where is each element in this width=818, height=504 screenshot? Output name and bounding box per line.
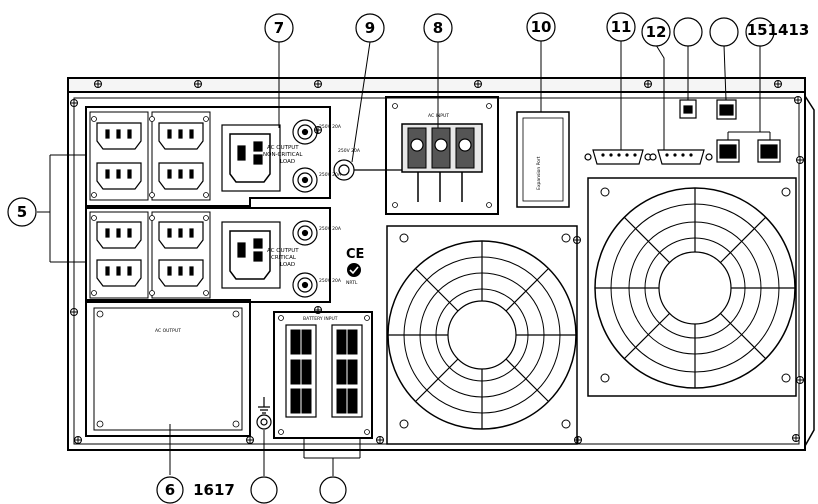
screw-icon (194, 80, 202, 88)
callout-10: 10 (531, 18, 552, 36)
screw-icon (774, 80, 782, 88)
ac-input-label: AC INPUT (428, 113, 449, 119)
callout-151413: 151413 (747, 21, 810, 39)
callout-12: 12 (646, 23, 667, 41)
breaker-rating-label: 250V 20A (319, 172, 342, 178)
callout-8: 8 (433, 19, 443, 37)
callout-9: 9 (365, 19, 375, 37)
input-breaker-icon (333, 159, 402, 181)
ac-output-critical-label-line2: CRITICAL (271, 255, 297, 261)
ac-input-terminal (385, 96, 499, 215)
breaker-rating-label: 250V 20A (319, 278, 342, 284)
iec-c13-outlet-icon (158, 259, 204, 287)
iec-c13-outlet-icon (158, 221, 204, 249)
iec-c13-outlet-icon (96, 162, 142, 190)
leader-lines (37, 40, 771, 476)
screw-icon (796, 156, 804, 164)
callout-5: 5 (17, 203, 27, 221)
screw-icon (314, 80, 322, 88)
screw-icon (70, 99, 78, 107)
breaker-rating-label: 250V 20A (319, 226, 342, 232)
ac-output-non-critical-label-line1: AC OUTPUT (267, 145, 299, 151)
ac-output-non-critical-label-line3: LOAD (280, 159, 295, 165)
certification-mark-icon (347, 263, 361, 277)
ac-output-critical-label-line3: LOAD (280, 262, 295, 268)
panel-screws (91, 116, 209, 198)
rj45-port-icon (716, 139, 740, 163)
circuit-breaker-icon (292, 167, 318, 193)
callout-7: 7 (274, 19, 284, 37)
expansion-port-slot (516, 111, 570, 208)
fan-grille-right (587, 177, 797, 397)
circuit-breaker-icon (292, 220, 318, 246)
panel-screws (91, 215, 209, 296)
screw-icon (94, 80, 102, 88)
iec-c19-outlet-icon (221, 221, 281, 289)
outlet-group-non-critical (85, 106, 331, 207)
callout-circles (7, 12, 775, 504)
ac-output-hardwire-plate (85, 301, 251, 437)
circuit-breaker-icon (292, 119, 318, 145)
callout-11: 11 (611, 18, 632, 36)
ac-output-non-critical-label-line2: NON-CRITICAL (263, 152, 303, 158)
expansion-port-label: Expansion Port (536, 156, 542, 190)
screw-icon (574, 436, 582, 444)
callout-1617: 1617 (193, 481, 235, 499)
input-breaker-rating: 250V 20A (338, 148, 361, 154)
screw-icon (600, 187, 791, 383)
ce-mark: CE (346, 247, 364, 262)
iec-c19-outlet-icon (221, 124, 281, 192)
nrtl-mark: NRTL (346, 280, 358, 286)
iec-c13-outlet-icon (158, 122, 204, 150)
db9-port-icon (649, 149, 713, 165)
iec-c13-outlet-icon (158, 162, 204, 190)
ground-terminal-icon (256, 397, 272, 430)
screw-icon (74, 436, 82, 444)
iec-c13-outlet-icon (96, 259, 142, 287)
fan-grille-left (386, 225, 578, 445)
ac-output-plate-label: AC OUTPUT (155, 328, 181, 334)
battery-input-panel (273, 311, 373, 439)
iec-c13-outlet-icon (96, 221, 142, 249)
screw-icon (644, 80, 652, 88)
usb-port-icon (679, 99, 697, 119)
screw-icon (792, 434, 800, 442)
circuit-breaker-icon (292, 272, 318, 298)
callout-6: 6 (165, 481, 175, 499)
battery-connector-icon (290, 329, 312, 414)
screw-icon (246, 436, 254, 444)
rj45-port-icon (716, 99, 737, 120)
screw-icon (794, 96, 802, 104)
screw-icon (399, 233, 571, 429)
breaker-rating-label: 250V 20A (319, 124, 342, 130)
rj45-port-icon (757, 139, 781, 163)
battery-connector-icon (336, 329, 358, 414)
iec-c13-outlet-icon (96, 122, 142, 150)
battery-input-label: BATTERY INPUT (303, 316, 338, 322)
db9-port-icon (584, 149, 652, 165)
screw-icon (796, 376, 804, 384)
screw-icon (376, 436, 384, 444)
screw-icon (70, 308, 78, 316)
ac-output-critical-label-line1: AC OUTPUT (267, 248, 299, 254)
screw-icon (474, 80, 482, 88)
